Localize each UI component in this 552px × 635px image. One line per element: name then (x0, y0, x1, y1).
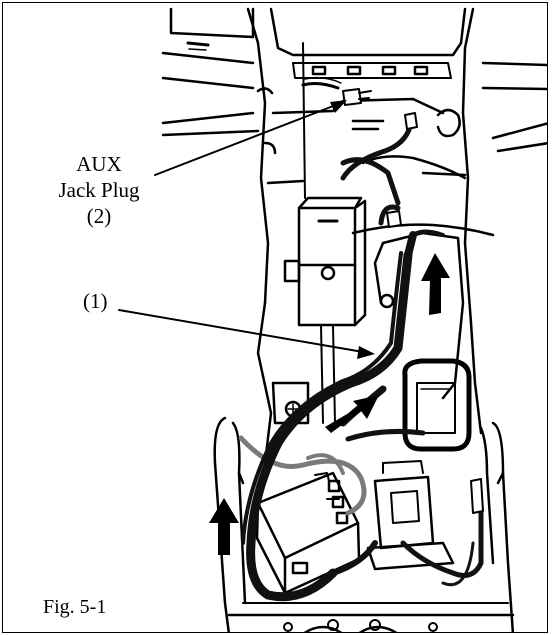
arrow-up-right (421, 253, 450, 315)
leader-arrowheads (330, 100, 375, 359)
shifter-housing (283, 42, 367, 424)
console-body (256, 155, 495, 465)
console-lower (213, 416, 515, 632)
console-pocket (402, 358, 472, 452)
aux-jack-plug (301, 76, 418, 130)
item1-arrowhead (357, 346, 375, 359)
aux-label-line3: (2) (86, 204, 112, 228)
aux-label-line2: Jack Plug (58, 178, 140, 202)
item1-leader-line (118, 309, 370, 354)
arrow-up-left (209, 498, 239, 555)
connectors (314, 210, 484, 514)
aux-label-line1: AUX (76, 152, 122, 176)
dashboard-right (481, 61, 547, 153)
aux-arrowhead (330, 100, 347, 113)
arrow-diagonal (325, 395, 379, 433)
aux-jack-plug-label: AUX Jack Plug (2) (39, 151, 159, 229)
direction-arrows (209, 253, 450, 555)
control-unit (366, 460, 455, 571)
interface-module (255, 471, 361, 595)
callout-leaders (118, 102, 370, 354)
aux-leader-line (154, 102, 342, 176)
console-illustration (118, 7, 547, 632)
figure-caption: Fig. 5-1 (43, 596, 107, 618)
callout-1-label: (1) (83, 289, 108, 313)
dashboard-left (161, 7, 260, 137)
